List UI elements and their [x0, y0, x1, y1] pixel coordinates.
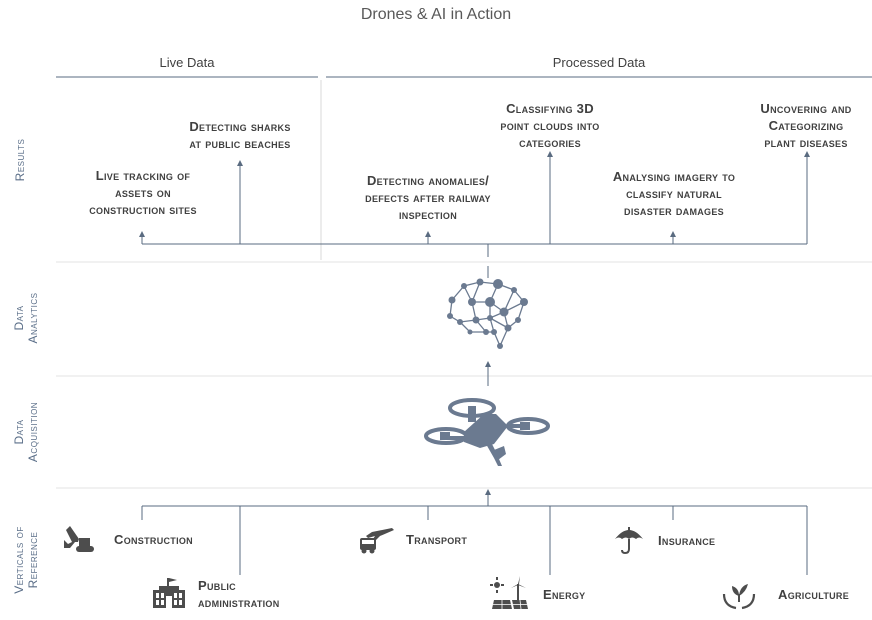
- umbrella-icon: [615, 527, 643, 555]
- excavator-icon: [64, 526, 94, 552]
- solar-wind-icon: [490, 576, 528, 610]
- live-data-header: Live Data: [159, 55, 215, 70]
- vertical-insurance-label: Insurance: [658, 533, 716, 548]
- vertical-construction-label: Construction: [114, 532, 193, 547]
- vertical-agriculture-label: Agriculture: [778, 587, 850, 602]
- drone-icon: [424, 398, 550, 466]
- government-building-icon: [153, 578, 185, 608]
- diagram-title: Drones & AI in Action: [360, 6, 512, 23]
- processed-data-header: Processed Data: [552, 55, 646, 70]
- vertical-energy-label: Energy: [543, 587, 586, 602]
- neural-brain-icon: [447, 278, 528, 349]
- vertical-transport-label: Transport: [406, 532, 468, 547]
- airplane-bus-icon: [360, 528, 394, 554]
- plant-hands-icon: [722, 584, 756, 610]
- row-label-results: Results: [13, 138, 27, 182]
- result-detecting-anomalies: Detecting anomalies/defects after railwa…: [365, 173, 491, 222]
